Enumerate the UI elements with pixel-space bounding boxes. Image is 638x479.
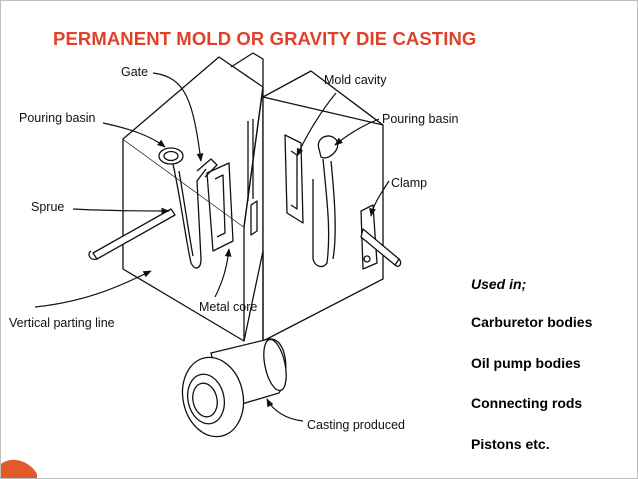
label-clamp: Clamp (391, 176, 427, 190)
slide-title: PERMANENT MOLD OR GRAVITY DIE CASTING (53, 28, 477, 49)
uses-item: Connecting rods (471, 395, 583, 411)
label-casting-produced: Casting produced (307, 418, 405, 432)
mold-half-left (88, 52, 264, 342)
label-vertical-parting-line: Vertical parting line (9, 316, 115, 330)
mold-half-right (262, 70, 402, 342)
label-metal-core: Metal core (199, 300, 257, 314)
diagram-labels: Gate Mold cavity Pouring basin Pouring b… (9, 65, 458, 432)
leader-arrows (34, 72, 390, 422)
label-pouring-basin-left: Pouring basin (19, 111, 95, 125)
corner-accent-shape (1, 459, 37, 478)
label-mold-cavity: Mold cavity (324, 73, 387, 87)
uses-item: Pistons etc. (471, 435, 550, 452)
uses-heading: Used in; (471, 276, 527, 292)
uses-item: Carburetor bodies (471, 314, 593, 330)
uses-item: Oil pump bodies (471, 354, 581, 371)
uses-list: Used in; Carburetor bodies Oil pump bodi… (471, 276, 636, 476)
label-pouring-basin-right: Pouring basin (382, 112, 458, 126)
label-sprue: Sprue (31, 200, 64, 214)
casting-produced-part (181, 338, 287, 438)
label-gate: Gate (121, 65, 148, 79)
corner-accent (1, 459, 37, 478)
